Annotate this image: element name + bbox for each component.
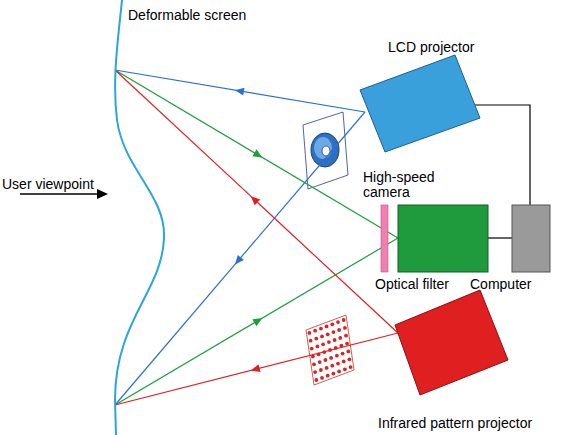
connector (115, 70, 398, 238)
connector (475, 105, 530, 205)
node-label: Infrared pattern projector (378, 416, 532, 431)
node-label: High-speed camera (363, 170, 441, 200)
optical-filter: Optical filter (375, 205, 465, 300)
node-label: Deformable screen (128, 8, 246, 23)
node-label: Optical filter (375, 277, 449, 292)
connector (115, 238, 398, 405)
connector (115, 70, 365, 112)
infrared-pattern-projector-outline (378, 285, 558, 435)
connector (488, 238, 512, 239)
node-label: Computer (470, 277, 531, 292)
node-label: LCD projector (388, 40, 474, 55)
connector (115, 112, 365, 405)
lcd-projector: LCD projector (355, 35, 485, 157)
deformable-screen: Deformable screen (100, 0, 200, 435)
viewpoint-label: User viewpoint (2, 176, 94, 192)
deformable-screen-outline (100, 0, 200, 435)
infrared-pattern-projector: Infrared pattern projector (378, 285, 558, 435)
connector (115, 70, 398, 333)
computer: Computer (466, 205, 556, 300)
connector (115, 333, 398, 405)
